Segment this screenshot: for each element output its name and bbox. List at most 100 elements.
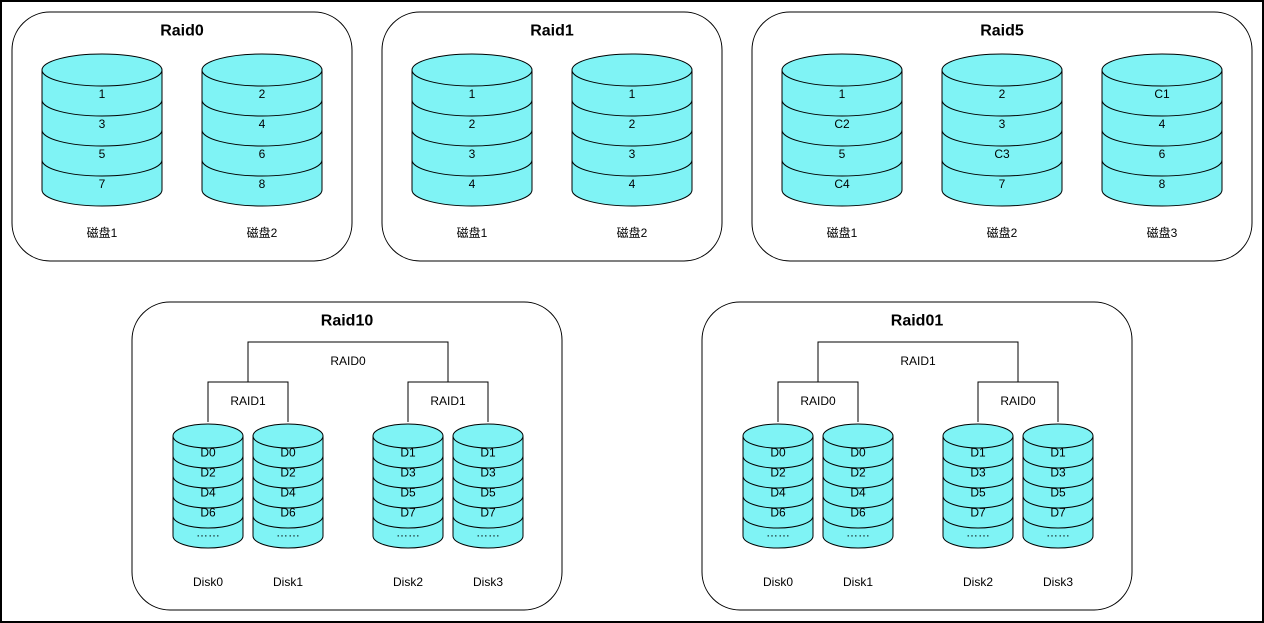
disk-block: D7 — [1050, 506, 1066, 520]
group-connector — [777, 381, 859, 422]
disk-block: D4 — [200, 486, 216, 500]
disk-block: 7 — [99, 177, 106, 191]
disk-top — [781, 53, 903, 87]
disk-raid10-1: D0D2D4D6…… — [252, 423, 324, 549]
disk-block: 1 — [469, 87, 476, 101]
disk-section-divider — [941, 129, 1063, 147]
disk-section-divider — [571, 99, 693, 117]
disk-block: …… — [1046, 526, 1070, 540]
disk-section-divider — [781, 159, 903, 177]
disk-top — [1101, 53, 1223, 87]
disk-raid01-0: D0D2D4D6…… — [742, 423, 814, 549]
disk-section-divider — [41, 159, 163, 177]
disk-section-divider — [1022, 475, 1094, 489]
disk-label: Disk2 — [963, 575, 993, 589]
disk-block: 3 — [469, 147, 476, 161]
disk-section-divider — [822, 455, 894, 469]
disk-block: D0 — [850, 446, 866, 460]
top-raid-label: RAID1 — [900, 354, 936, 368]
disk-block: D2 — [280, 466, 296, 480]
disk-top — [941, 53, 1063, 87]
disk-block: 2 — [259, 87, 266, 101]
panel-title-raid0: Raid0 — [160, 23, 204, 40]
disk-section-divider — [781, 129, 903, 147]
disk-section-divider — [1101, 129, 1223, 147]
disk-raid01-3: D1D3D5D7…… — [1022, 423, 1094, 549]
group-connector — [977, 381, 1059, 422]
disk-body — [941, 69, 1063, 207]
group-raid-label: RAID1 — [430, 394, 466, 408]
disk-block: 2 — [629, 117, 636, 131]
disk-section-divider — [411, 159, 533, 177]
disk-section-divider — [172, 455, 244, 469]
disk-block: 2 — [469, 117, 476, 131]
disk-top — [452, 423, 524, 449]
disk-section-divider — [822, 495, 894, 509]
disk-section-divider — [201, 159, 323, 177]
disk-block: C2 — [834, 117, 850, 131]
disk-label: Disk2 — [393, 575, 423, 589]
disk-body — [41, 69, 163, 207]
disk-section-divider — [201, 99, 323, 117]
disk-label: 磁盘1 — [457, 225, 488, 240]
disk-section-divider — [411, 129, 533, 147]
disk-block: …… — [396, 526, 420, 540]
disk-body — [1022, 435, 1094, 549]
disk-top — [372, 423, 444, 449]
disk-block: D7 — [480, 506, 496, 520]
disk-block: 4 — [629, 177, 636, 191]
disk-section-divider — [822, 515, 894, 529]
disk-top — [822, 423, 894, 449]
disk-body — [822, 435, 894, 549]
disk-block: 8 — [1159, 177, 1166, 191]
disk-block: D5 — [400, 486, 416, 500]
disk-label: 磁盘2 — [987, 225, 1018, 240]
disk-section-divider — [41, 129, 163, 147]
disk-block: D1 — [970, 446, 986, 460]
disk-block: …… — [276, 526, 300, 540]
disk-block: C3 — [994, 147, 1010, 161]
disk-block: D6 — [280, 506, 296, 520]
disk-section-divider — [1022, 455, 1094, 469]
disk-block: …… — [196, 526, 220, 540]
top-connector — [817, 341, 1019, 382]
disk-block: …… — [766, 526, 790, 540]
disk-block: D2 — [770, 466, 786, 480]
group-connector — [407, 381, 489, 422]
disk-body — [742, 435, 814, 549]
disk-block: 3 — [99, 117, 106, 131]
disk-section-divider — [941, 99, 1063, 117]
disk-top — [1022, 423, 1094, 449]
disk-body — [781, 69, 903, 207]
disk-block: D6 — [850, 506, 866, 520]
disk-raid01-2: D1D3D5D7…… — [942, 423, 1014, 549]
disk-section-divider — [372, 455, 444, 469]
disk-label: Disk3 — [473, 575, 503, 589]
disk-label: Disk0 — [193, 575, 223, 589]
disk-section-divider — [372, 475, 444, 489]
group-connector — [207, 381, 289, 422]
disk-top — [942, 423, 1014, 449]
disk-section-divider — [742, 475, 814, 489]
top-connector — [247, 341, 449, 382]
disk-body — [942, 435, 1014, 549]
disk-label: Disk3 — [1043, 575, 1073, 589]
disk-block: D1 — [480, 446, 496, 460]
disk-raid10-2: D1D3D5D7…… — [372, 423, 444, 549]
disk-raid10-3: D1D3D5D7…… — [452, 423, 524, 549]
disk-section-divider — [372, 495, 444, 509]
disk-raid10-0: D0D2D4D6…… — [172, 423, 244, 549]
disk-section-divider — [781, 99, 903, 117]
diagram-layer: Raid01357磁盘12468磁盘2Raid11234磁盘11234磁盘2Ra… — [11, 11, 1253, 611]
disk-section-divider — [41, 99, 163, 117]
disk-block: 6 — [259, 147, 266, 161]
panel-title-raid5: Raid5 — [980, 23, 1024, 40]
disk-top — [571, 53, 693, 87]
disk-top — [41, 53, 163, 87]
disk-top — [411, 53, 533, 87]
disk-section-divider — [571, 159, 693, 177]
